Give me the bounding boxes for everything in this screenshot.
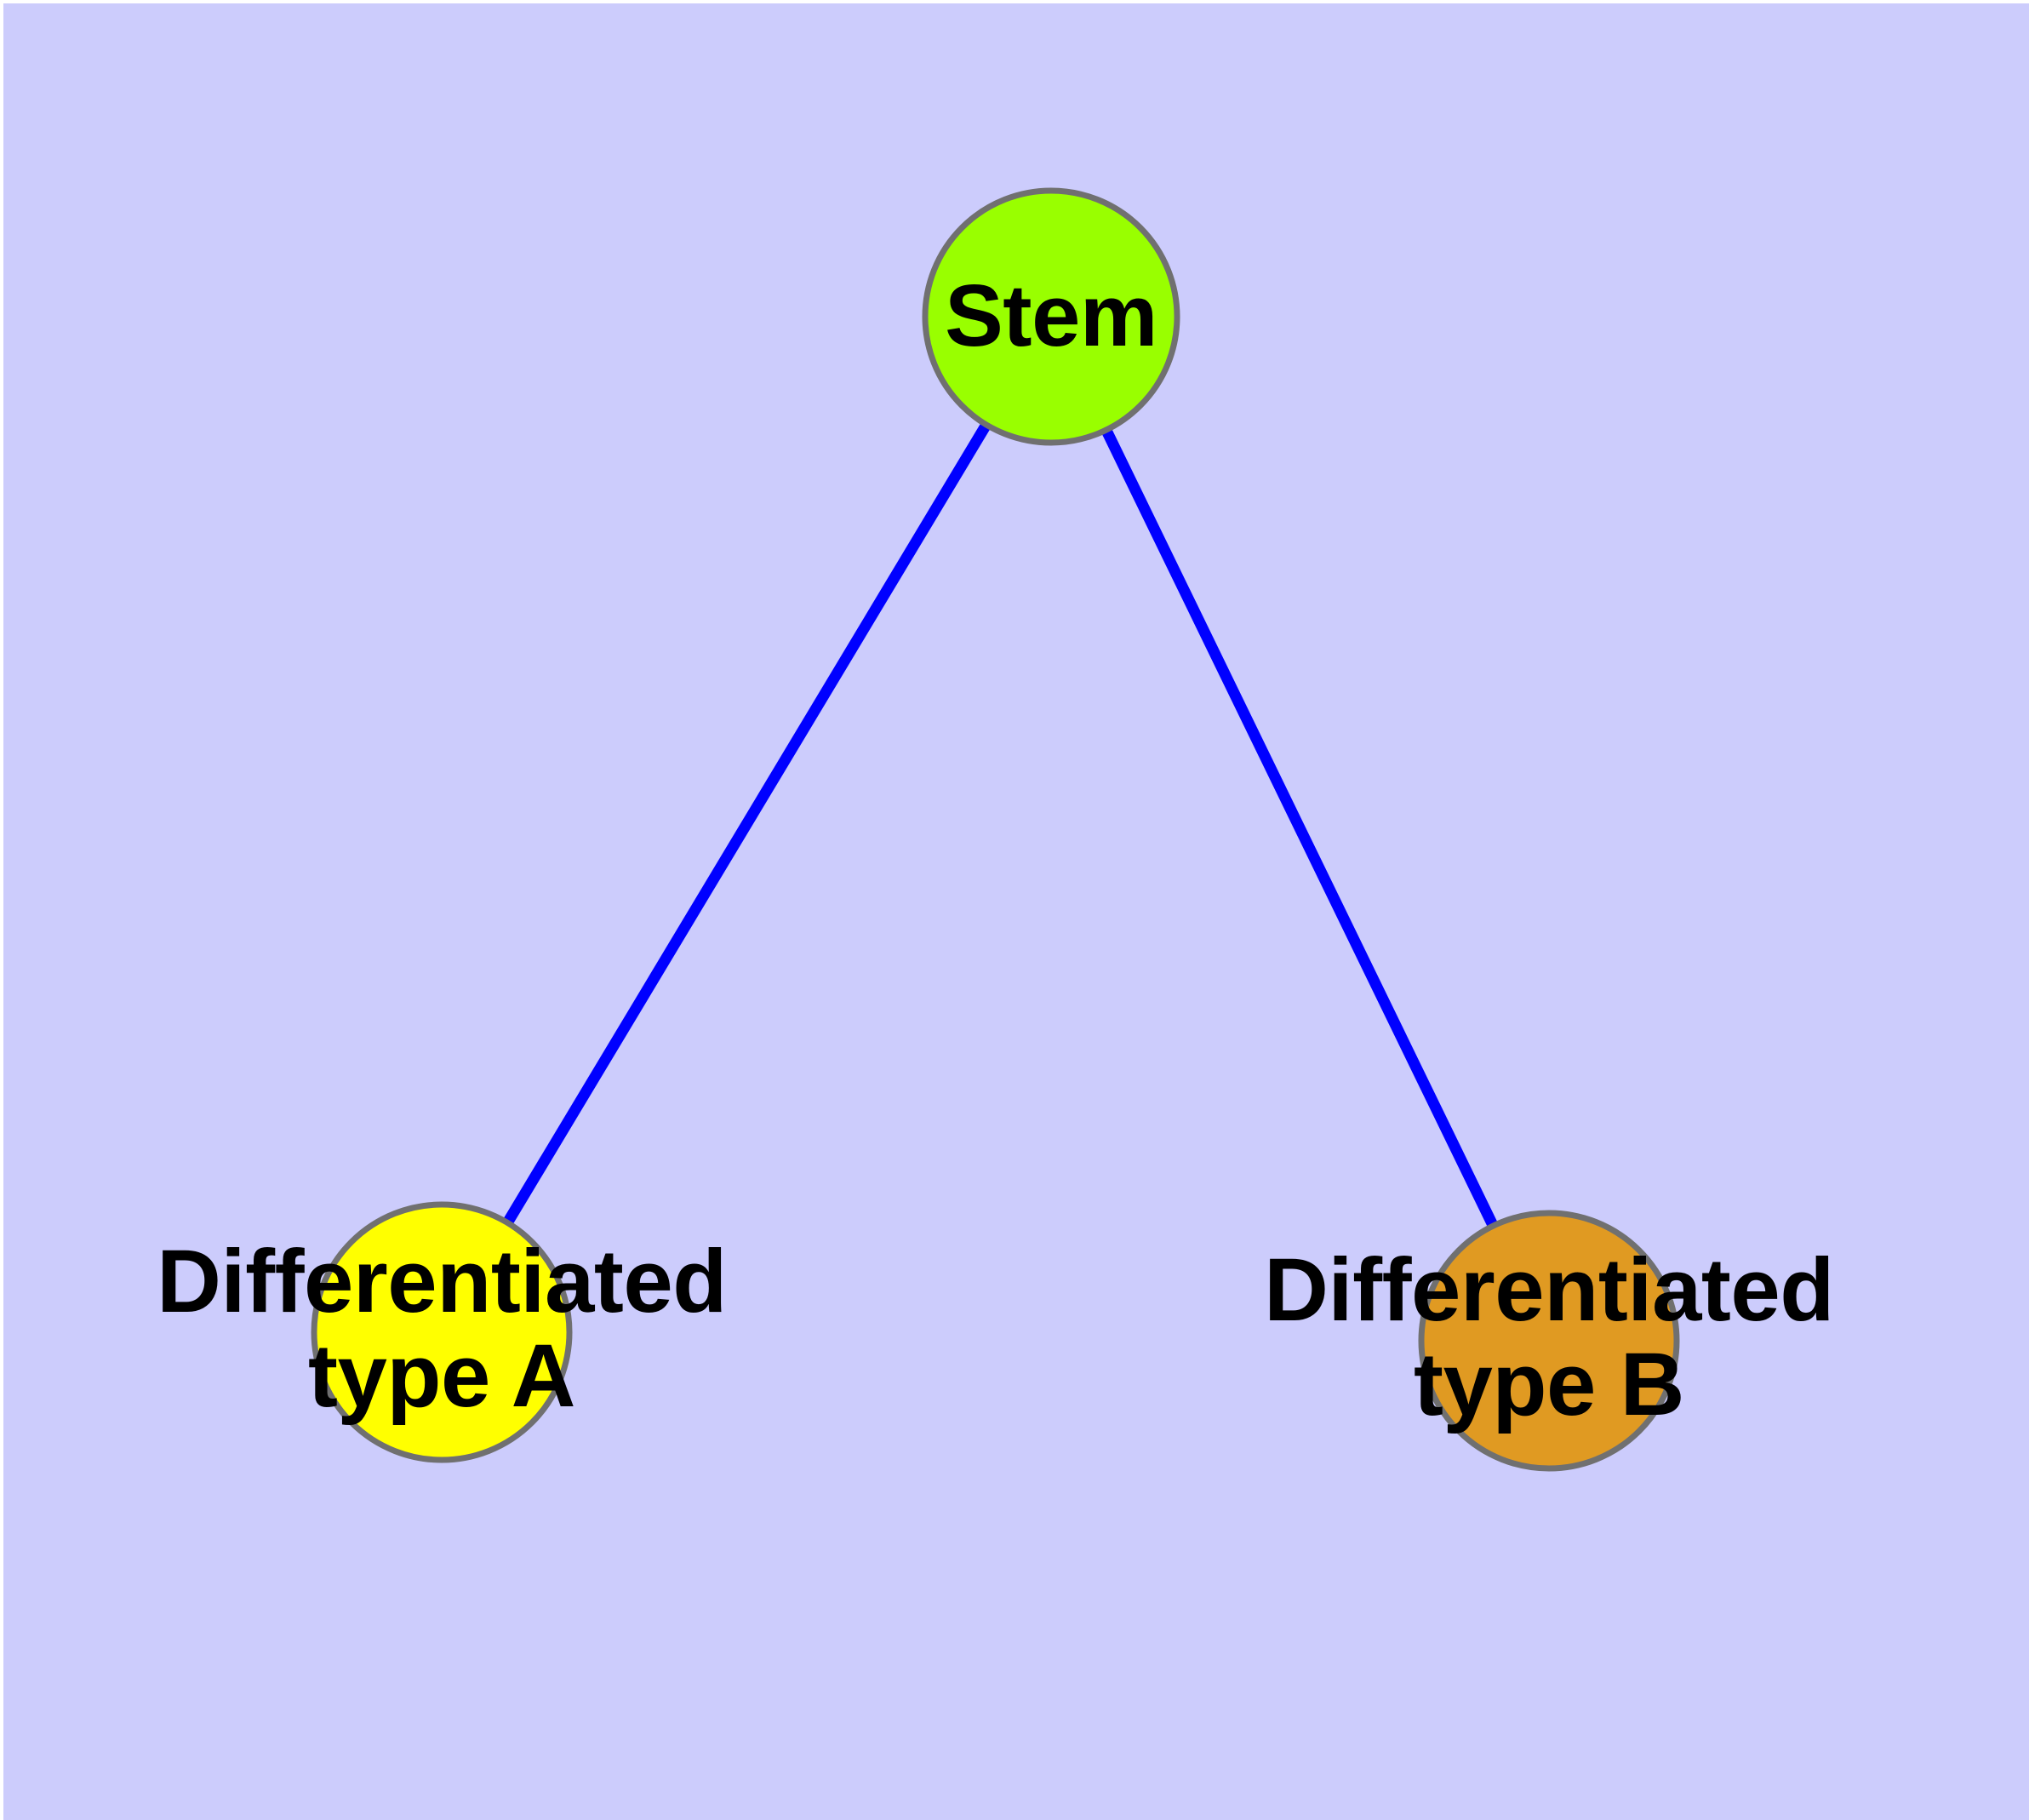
node-differentiated-type-b[interactable] bbox=[1418, 1210, 1680, 1472]
edge-stem-to-differentiated-type-b[interactable] bbox=[1046, 314, 1554, 1343]
node-stem[interactable] bbox=[922, 187, 1180, 446]
nodes-layer bbox=[311, 187, 1680, 1472]
edge-stem-to-differentiated-type-a[interactable] bbox=[437, 313, 1056, 1336]
node-differentiated-type-a[interactable] bbox=[311, 1201, 573, 1463]
edges-layer bbox=[437, 313, 1554, 1343]
